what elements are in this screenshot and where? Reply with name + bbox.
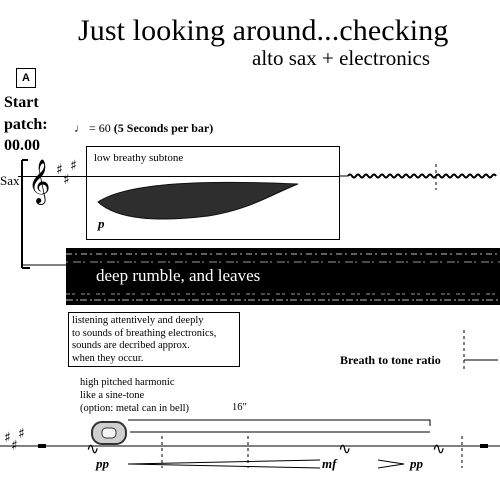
tempo-value: = 60 bbox=[89, 121, 111, 135]
breath-mark-icon: ∿ bbox=[338, 439, 351, 458]
breath-mark-icon: ∿ bbox=[432, 439, 445, 458]
instruction-line: sounds are decribed approx. bbox=[72, 340, 190, 352]
harmonic-instruction: high pitched harmonic like a sine-tone (… bbox=[80, 376, 189, 415]
staff-line bbox=[18, 176, 340, 177]
electronics-band bbox=[66, 248, 500, 305]
tempo-marking: ♩ = 60 (5 Seconds per bar) bbox=[74, 121, 213, 136]
sharp-icon: ♯ bbox=[11, 438, 18, 454]
rest-icon bbox=[480, 444, 488, 448]
dynamic-marking: mf bbox=[322, 456, 337, 471]
duration-bracket bbox=[128, 419, 431, 426]
sharp-icon: ♯ bbox=[4, 430, 11, 446]
subtone-label: low breathy subtone bbox=[94, 152, 184, 164]
dynamic-marking: pp bbox=[410, 456, 423, 471]
rest-icon bbox=[38, 444, 46, 448]
quarter-note-icon: ♩ bbox=[74, 121, 86, 135]
start-label-line-3: 00.00 bbox=[4, 137, 40, 155]
instruction-line: listening attentively and deeply bbox=[72, 315, 204, 326]
noise-texture bbox=[66, 253, 500, 301]
electronics-label: deep rumble, and leaves bbox=[96, 266, 261, 285]
harmonic-line: high pitched harmonic bbox=[80, 377, 175, 388]
lower-staff-graphics: ♯ ♯ ♯ ∿ ∿ ∿ bbox=[0, 419, 500, 469]
subtone-box bbox=[86, 146, 340, 240]
crescendo-hairpin bbox=[127, 459, 321, 469]
rehearsal-mark: A bbox=[16, 68, 36, 88]
trill-line bbox=[347, 173, 497, 179]
sharp-icon: ♯ bbox=[18, 426, 25, 442]
decrescendo-hairpin bbox=[377, 459, 405, 469]
start-label-line-2: patch: bbox=[4, 115, 48, 133]
start-patch-label: Start patch: 00.00 bbox=[4, 92, 48, 157]
sharp-icon: ♯ bbox=[56, 162, 63, 178]
tempo-text: (5 Seconds per bar) bbox=[113, 121, 214, 135]
duration-label: 16" bbox=[232, 402, 247, 413]
dynamic-marking: pp bbox=[96, 456, 109, 471]
harmonic-line: (option: metal can in bell) bbox=[80, 403, 190, 415]
upper-staff-graphics: 𝄞 ♯ ♯ ♯ bbox=[21, 158, 497, 269]
instruction-line: when they occur. bbox=[72, 352, 144, 364]
harmonic-line: like a sine-tone bbox=[80, 390, 145, 402]
treble-clef-icon: 𝄞 bbox=[28, 159, 50, 205]
breath-mark-icon: ∿ bbox=[86, 439, 99, 458]
instrument-label: Sax bbox=[0, 173, 20, 188]
piece-subtitle: alto sax + electronics bbox=[252, 46, 431, 70]
sharp-icon: ♯ bbox=[63, 172, 70, 188]
system-bracket bbox=[21, 159, 30, 269]
breath-shape-graphic bbox=[97, 181, 299, 220]
ratio-marker bbox=[463, 330, 498, 370]
start-label-line-1: Start bbox=[4, 94, 39, 111]
dynamic-marking: p bbox=[98, 216, 105, 231]
instruction-box: listening attentively and deeply to soun… bbox=[68, 312, 240, 367]
piece-title: Just looking around...checking bbox=[78, 14, 449, 47]
sharp-icon: ♯ bbox=[70, 158, 77, 174]
breath-tone-ratio-label: Breath to tone ratio bbox=[340, 353, 441, 367]
instruction-line: to sounds of breathing electronics, bbox=[72, 327, 217, 339]
